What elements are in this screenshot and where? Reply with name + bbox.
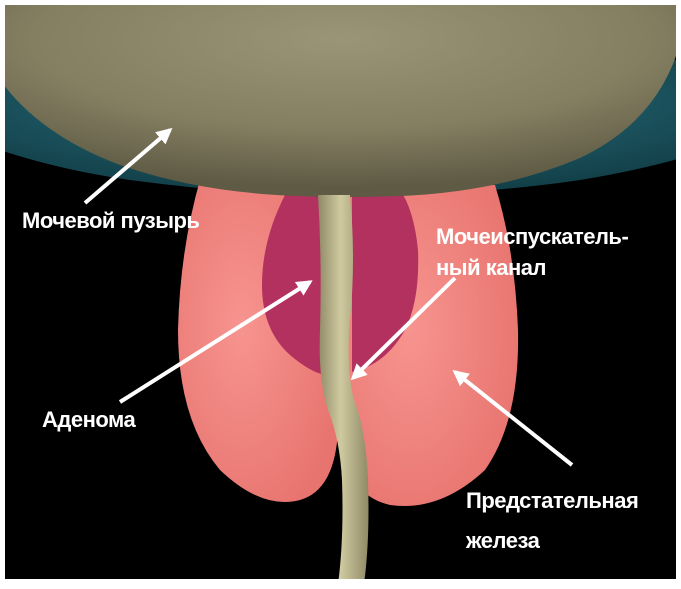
label-prostate-line2: железа bbox=[465, 528, 541, 553]
label-prostate-line1: Предстательная bbox=[466, 488, 638, 513]
label-urethra-line2: ный канал bbox=[436, 255, 546, 280]
label-adenoma: Аденома bbox=[42, 407, 137, 432]
label-bladder: Мочевой пузырь bbox=[22, 208, 199, 233]
label-urethra-line1: Мочеиспускатель- bbox=[436, 224, 628, 249]
